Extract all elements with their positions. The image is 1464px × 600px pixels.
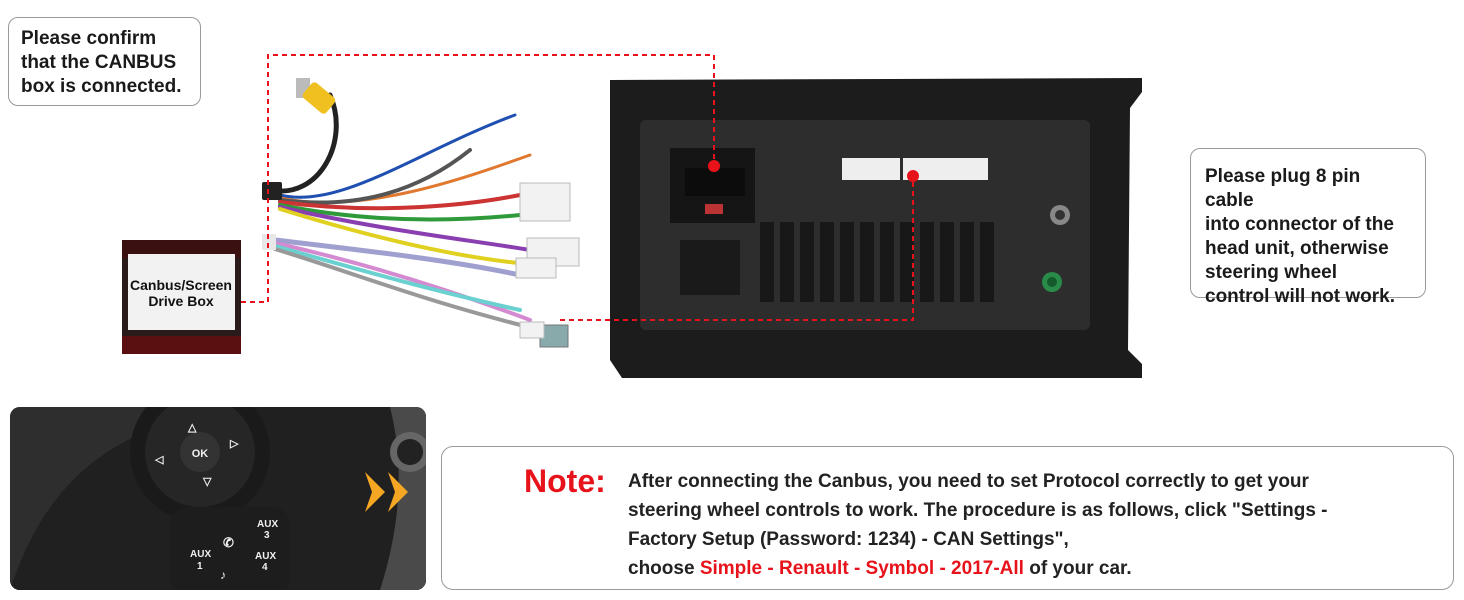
connector-dot-2 bbox=[907, 170, 919, 182]
plug-cable-callout: Please plug 8 pin cable into connector o… bbox=[1190, 148, 1426, 307]
double-chevron-right-icon bbox=[365, 472, 408, 512]
arrow-down-icon: ▽ bbox=[202, 476, 212, 488]
note-line: After connecting the Canbus, you need to… bbox=[628, 471, 1309, 492]
connection-lines bbox=[241, 54, 914, 321]
aux3-label: AUX bbox=[257, 519, 278, 530]
connector-dot-1 bbox=[708, 160, 720, 172]
callout-text: Please confirm bbox=[21, 28, 157, 49]
voice-icon: ♪ bbox=[220, 568, 226, 582]
note-line: choose Simple - Renault - Symbol - 2017-… bbox=[628, 554, 1428, 583]
callout-text: steering wheel bbox=[1205, 262, 1337, 283]
note-label: Note: bbox=[524, 463, 606, 499]
steering-wheel-photo: OK △ ▽ ◁ ▷ AUX 1 AUX 3 AUX 4 ✆ ♪ bbox=[10, 407, 426, 590]
note-line-suffix: of your car. bbox=[1023, 558, 1132, 579]
aux-button-panel: AUX 1 AUX 3 AUX 4 ✆ ♪ bbox=[170, 507, 290, 590]
callout-text: that the CANBUS bbox=[21, 52, 177, 73]
note-line-prefix: choose bbox=[628, 558, 700, 579]
callout-text: into connector of the bbox=[1205, 214, 1394, 235]
arrow-up-icon: △ bbox=[187, 422, 197, 434]
wire-harness bbox=[262, 78, 580, 348]
car-protocol-highlight: Simple - Renault - Symbol - 2017-All bbox=[699, 558, 1024, 579]
callout-text: box is connected. bbox=[21, 76, 182, 97]
arrow-left-icon: ◁ bbox=[154, 454, 164, 466]
canbus-box-label-2: Drive Box bbox=[148, 293, 214, 309]
note-text: After connecting the Canbus, you need to… bbox=[628, 467, 1428, 583]
aux1-label: AUX bbox=[190, 549, 211, 560]
callout-text: control will not work. bbox=[1205, 286, 1395, 307]
phone-icon: ✆ bbox=[223, 535, 234, 550]
aux4-label: AUX bbox=[255, 551, 276, 562]
callout-text: Please plug 8 pin cable bbox=[1205, 166, 1361, 211]
head-unit-back bbox=[610, 78, 1142, 378]
note-line: steering wheel controls to work. The pro… bbox=[628, 500, 1328, 521]
aux1-num: 1 bbox=[197, 561, 203, 572]
aux4-num: 4 bbox=[262, 562, 268, 573]
canbus-box-label-1: Canbus/Screen bbox=[130, 277, 232, 293]
note-panel: Note: After connecting the Canbus, you n… bbox=[441, 446, 1454, 590]
callout-text: head unit, otherwise bbox=[1205, 238, 1389, 259]
canbus-drive-box: Canbus/Screen Drive Box bbox=[122, 240, 241, 354]
canbus-confirm-callout: Please confirm that the CANBUS box is co… bbox=[8, 17, 201, 106]
note-line: Factory Setup (Password: 1234) - CAN Set… bbox=[628, 529, 1069, 550]
dpad-control: OK △ ▽ ◁ ▷ bbox=[130, 407, 270, 522]
arrow-right-icon: ▷ bbox=[229, 438, 239, 450]
aux3-num: 3 bbox=[264, 530, 270, 541]
ok-button-label: OK bbox=[192, 448, 209, 460]
